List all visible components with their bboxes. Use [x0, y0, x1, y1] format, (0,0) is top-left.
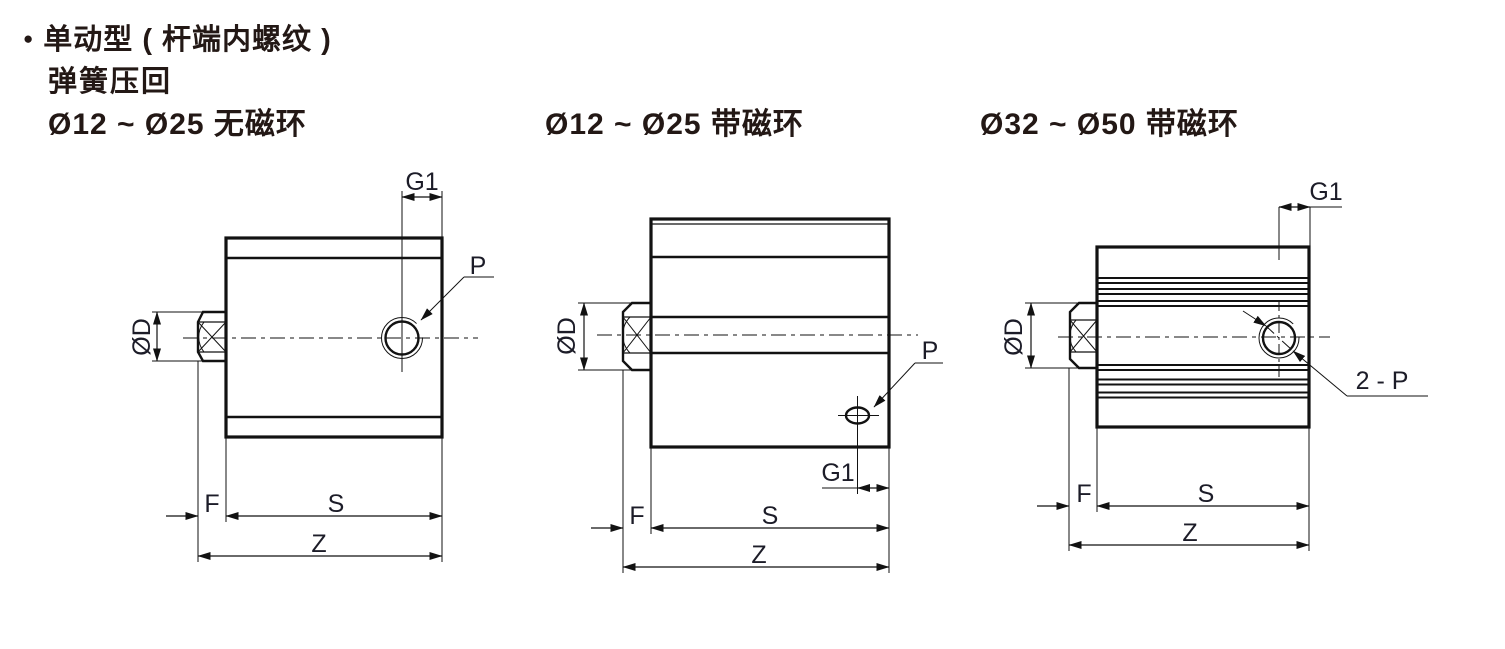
dimension-od-1: ØD	[128, 311, 204, 362]
z-label: Z	[311, 530, 326, 558]
rod-end-3	[1068, 301, 1099, 370]
callout-2p-3: 2 - P	[1242, 310, 1428, 397]
s-label: S	[328, 490, 345, 518]
g1-label: G1	[821, 459, 854, 487]
p-label: P	[922, 337, 939, 365]
diagram2-heading: Ø12 ~ Ø25 带磁环	[545, 108, 804, 141]
diagram-1: G1 P ØD F S Z	[128, 168, 494, 562]
f-label: F	[204, 490, 219, 518]
diagram3-heading: Ø32 ~ Ø50 带磁环	[980, 108, 1239, 141]
callout-p-2: P	[873, 337, 943, 408]
diagram1-heading: Ø12 ~ Ø25 无磁环	[48, 108, 307, 141]
diagram-3: G1 2 - P ØD F S	[1000, 178, 1428, 551]
od-label: ØD	[553, 317, 581, 355]
dimensions-bottom-1: F S Z	[166, 361, 443, 562]
od-label: ØD	[128, 318, 156, 356]
p-label: 2 - P	[1356, 367, 1409, 395]
f-label: F	[629, 502, 644, 530]
callout-p-1: P	[420, 252, 494, 321]
cylinder-body-3	[1095, 245, 1311, 429]
port-2	[838, 396, 879, 494]
p-label: P	[470, 252, 487, 280]
f-label: F	[1076, 480, 1091, 508]
s-label: S	[762, 502, 779, 530]
bullet-icon: ●	[23, 28, 35, 48]
z-label: Z	[1182, 519, 1197, 547]
port-1	[381, 191, 423, 372]
port-3	[1258, 207, 1300, 378]
s-label: S	[1198, 480, 1215, 508]
page-title: ● 单动型 ( 杆端内螺纹 )	[23, 16, 332, 58]
rod-end-2	[621, 301, 653, 372]
dimensions-bottom-3: F S Z	[1037, 368, 1310, 551]
dimension-g1-1: G1	[401, 168, 443, 238]
dimensions-bottom-2: F S Z	[591, 370, 890, 573]
dimension-g1-3: G1	[1278, 178, 1343, 247]
page-title-text: 单动型 ( 杆端内螺纹 )	[43, 24, 332, 56]
rod-end-nut	[621, 301, 653, 372]
g1-label: G1	[405, 168, 438, 196]
g1-label: G1	[1309, 178, 1342, 206]
body-outline	[649, 217, 891, 449]
dimension-od-3: ØD	[1000, 302, 1080, 369]
cylinder-body-2	[649, 217, 891, 449]
dimension-od-2: ØD	[553, 302, 633, 371]
od-label: ØD	[1000, 318, 1028, 356]
page-subtitle: 弹簧压回	[48, 66, 173, 98]
dimension-g1-2: G1	[821, 459, 890, 492]
rod-end-1	[196, 310, 228, 363]
z-label: Z	[751, 541, 766, 569]
diagram-2: P G1 ØD F S	[553, 217, 943, 573]
